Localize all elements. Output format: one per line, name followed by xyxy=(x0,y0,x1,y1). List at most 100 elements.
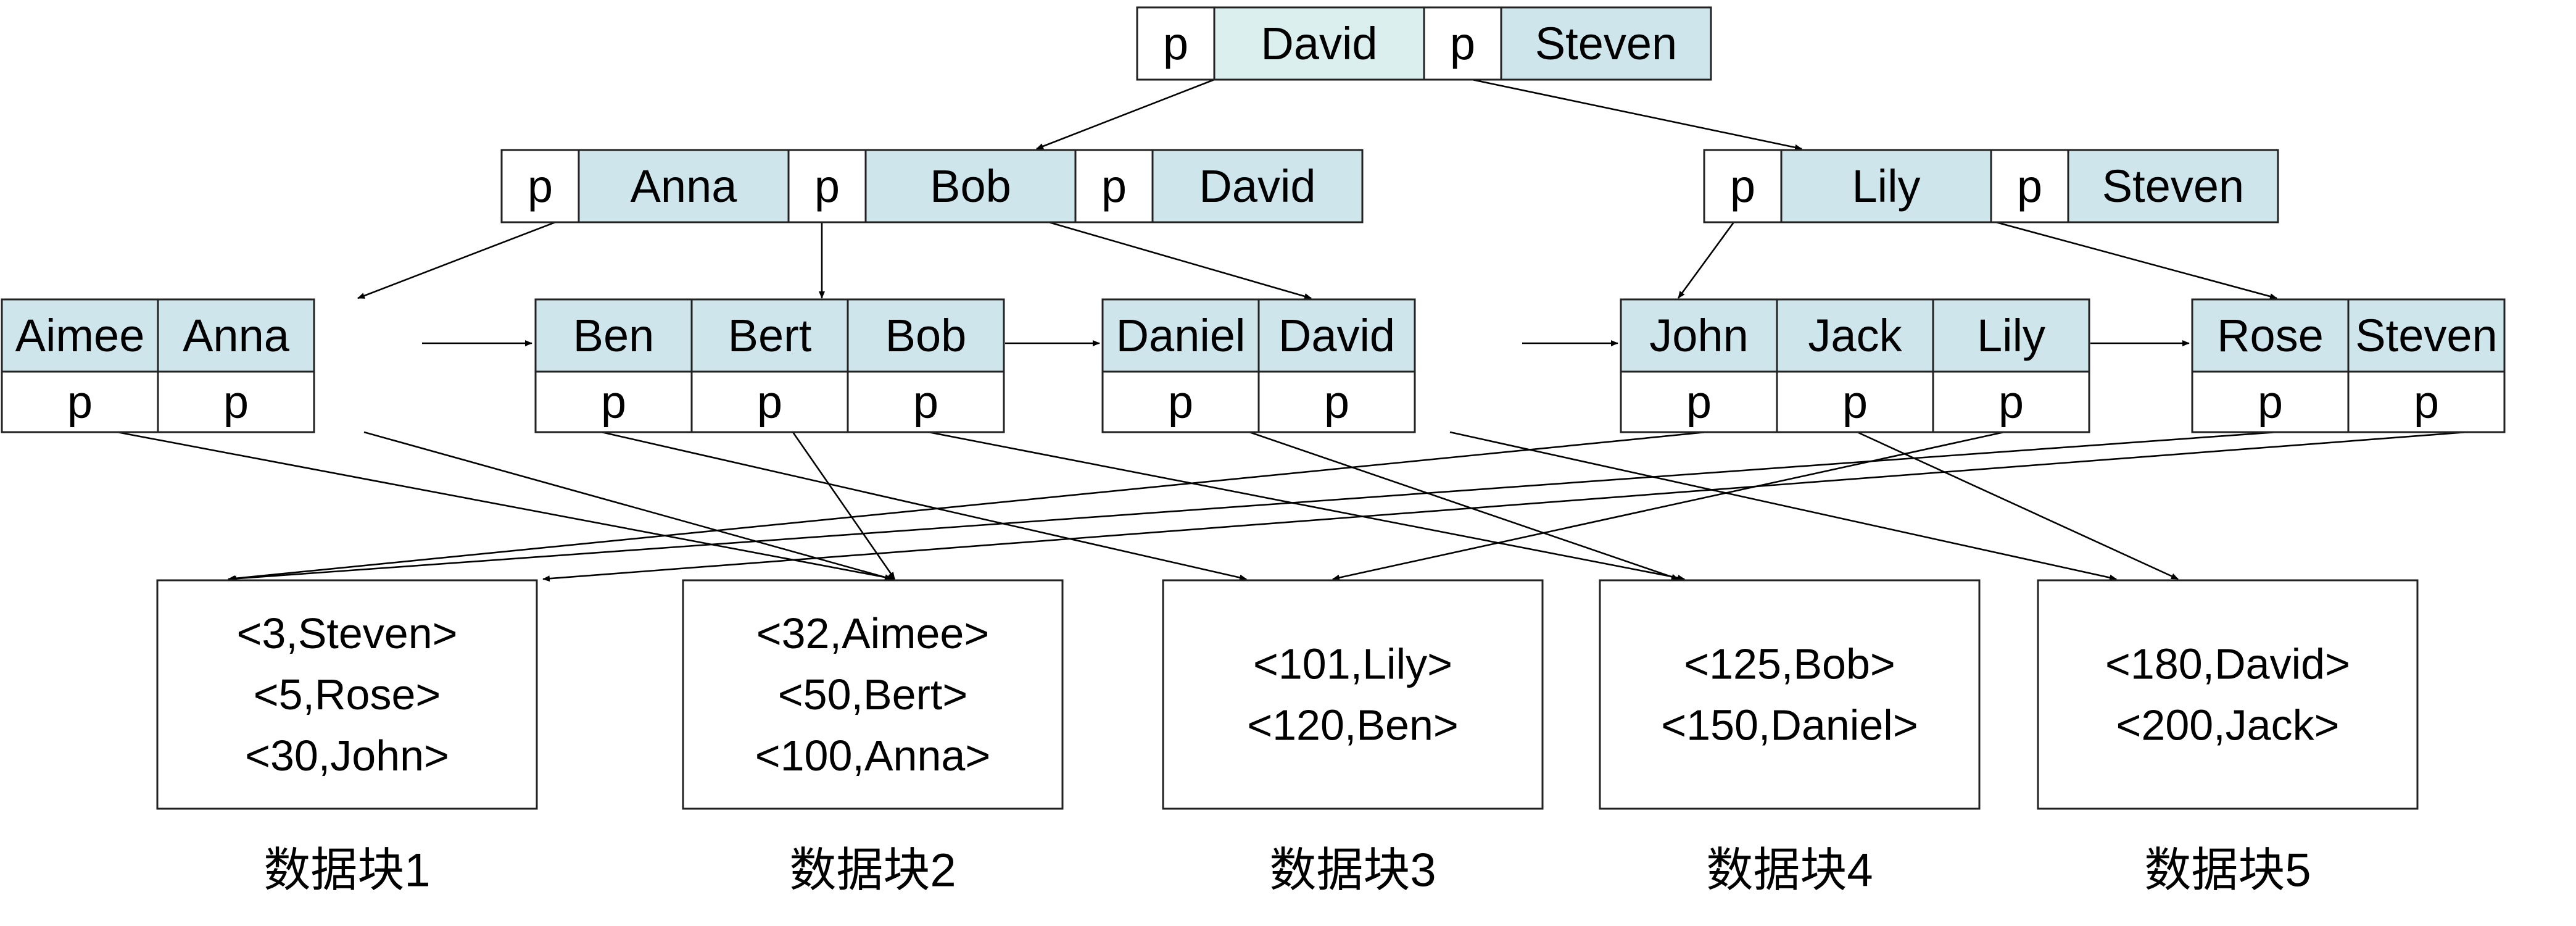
root-node-pointer-label: p xyxy=(1163,18,1188,69)
data-block-2: <32,Aimee><50,Bert><100,Anna>数据块2 xyxy=(682,579,1064,897)
root-node-key-cell xyxy=(1500,6,1712,81)
internal-node-left-key: Anna xyxy=(631,161,738,212)
internal-node-left-pointer-label: p xyxy=(1101,161,1127,212)
data-block-1-record: <30,John> xyxy=(245,732,449,780)
internal-node-left-key-cell xyxy=(1151,149,1364,223)
leaf-node-2-key: Ben xyxy=(573,310,655,361)
edge-leaf-pointer-to-block-4 xyxy=(792,432,896,580)
edge-leaf-pointer-to-block-12 xyxy=(542,431,2467,582)
internal-node-right-key: Lily xyxy=(1852,161,1920,212)
leaf-node-5-key: Steven xyxy=(2355,310,2497,361)
internal-node-left-key-cell xyxy=(578,149,790,223)
edge-leaf-pointer-to-block-11 xyxy=(229,431,2277,582)
edge-leaf-pointer-to-block-3 xyxy=(601,431,1247,581)
internal-node-right-pointer-cell xyxy=(1703,149,1783,223)
leaf-node-1-pointer-cell xyxy=(1,370,159,433)
leaf-node-4-pointer-label: p xyxy=(1686,377,1712,428)
leaf-node-4-pointer-cell xyxy=(1932,370,2090,433)
data-block-1-box xyxy=(156,579,538,810)
data-block-3-record: <101,Lily> xyxy=(1253,640,1452,688)
edges-layer xyxy=(117,78,2467,582)
leaf-node-3-key: Daniel xyxy=(1116,310,1246,361)
data-block-4-box xyxy=(1599,579,1981,810)
data-block-1-caption: 数据块1 xyxy=(263,845,430,897)
edge-root-to-internal-left xyxy=(1036,78,1215,150)
data-block-1-record: <5,Rose> xyxy=(254,670,441,719)
root-node-key: David xyxy=(1261,18,1377,69)
data-block-2-record: <32,Aimee> xyxy=(756,609,989,657)
leaf-node-2-key: Bob xyxy=(885,310,967,361)
data-block-5-record: <180,David> xyxy=(2105,640,2350,688)
data-block-4: <125,Bob><150,Daniel>数据块4 xyxy=(1599,579,1981,897)
leaf-node-1: Aimee p Anna p xyxy=(1,298,315,433)
root-node-pointer-cell xyxy=(1136,6,1216,81)
leaf-node-2-key: Bert xyxy=(728,310,812,361)
leaf-node-1-key-cell xyxy=(157,298,315,373)
internal-node-left-pointer-cell xyxy=(500,149,580,223)
leaf-node-3-pointer-label: p xyxy=(1168,377,1193,428)
root-node-key: Steven xyxy=(1535,18,1677,69)
leaf-node-1-pointer-label: p xyxy=(223,377,249,428)
leaf-node-4-key: Lily xyxy=(1977,310,2045,361)
leaf-node-5-pointer-cell xyxy=(2191,370,2350,433)
edge-internal-right-to-leaf-5 xyxy=(1995,221,2277,299)
leaf-node-2-pointer-label: p xyxy=(913,377,938,428)
internal-node-right-key: Steven xyxy=(2102,161,2244,212)
internal-node-right: p Lily p Steven xyxy=(1703,149,2279,223)
internal-node-left-pointer-label: p xyxy=(814,161,840,212)
leaf-node-5-pointer-label: p xyxy=(2414,377,2439,428)
leaf-node-5-key-cell xyxy=(2191,298,2350,373)
edge-leaf-pointer-to-block-2 xyxy=(363,431,892,580)
internal-node-left-pointer-cell xyxy=(1074,149,1154,223)
leaf-node-2-pointer-label: p xyxy=(601,377,626,428)
leaf-node-2-pointer-cell xyxy=(847,370,1005,433)
edge-leaf-pointer-to-block-10 xyxy=(1332,431,2005,581)
leaf-node-4-key: Jack xyxy=(1808,310,1902,361)
data-block-4-record: <125,Bob> xyxy=(1684,640,1895,688)
internal-node-left-pointer-label: p xyxy=(528,161,553,212)
data-block-3-record: <120,Ben> xyxy=(1247,701,1459,749)
edge-leaf-pointer-to-block-6 xyxy=(1249,431,1679,580)
leaf-node-3-pointer-cell xyxy=(1257,370,1416,433)
leaf-node-2-pointer-cell xyxy=(690,370,849,433)
leaf-node-1-pointer-cell xyxy=(157,370,315,433)
leaf-node-4-pointer-label: p xyxy=(1998,377,2024,428)
leaf-node-1-key: Aimee xyxy=(15,310,145,361)
edge-leaf-pointer-to-block-9 xyxy=(1857,431,2179,580)
data-block-3-box xyxy=(1162,579,1544,810)
internal-node-left-pointer-cell xyxy=(787,149,867,223)
leaf-node-3-pointer-cell xyxy=(1101,370,1260,433)
edge-internal-left-to-leaf-3 xyxy=(1048,221,1312,299)
leaf-node-3: Daniel p David p xyxy=(1101,298,1416,433)
leaf-node-4-pointer-label: p xyxy=(1842,377,1868,428)
data-block-1-record: <3,Steven> xyxy=(236,609,457,657)
edge-root-to-internal-right xyxy=(1472,78,1802,151)
internal-node-left-key: David xyxy=(1199,161,1315,212)
leaf-node-1-key-cell xyxy=(1,298,159,373)
leaf-node-3-key: David xyxy=(1278,310,1395,361)
root-node-pointer-cell xyxy=(1423,6,1502,81)
data-block-1: <3,Steven> <5,Rose> <30,John> 数据块1 xyxy=(156,579,538,897)
data-block-3: <101,Lily><120,Ben>数据块3 xyxy=(1162,579,1544,897)
internal-node-right-pointer-label: p xyxy=(2017,161,2042,212)
data-block-5-record: <200,Jack> xyxy=(2116,701,2340,749)
internal-node-right-key-cell xyxy=(1780,149,1992,223)
internal-node-right-pointer-cell xyxy=(1990,149,2069,223)
leaf-node-4-pointer-cell xyxy=(1776,370,1934,433)
leaf-node-1-pointer-label: p xyxy=(67,377,93,428)
internal-node-right-key-cell xyxy=(2067,149,2279,223)
internal-node-right-pointer-label: p xyxy=(1730,161,1755,212)
leaf-node-3-key-cell xyxy=(1257,298,1416,373)
leaf-node-2-key-cell xyxy=(690,298,849,373)
leaf-node-3-pointer-label: p xyxy=(1324,377,1349,428)
leaf-node-5-key: Rose xyxy=(2217,310,2324,361)
data-block-5-box xyxy=(2037,579,2419,810)
leaf-node-3-key-cell xyxy=(1101,298,1260,373)
leaf-node-1-key: Anna xyxy=(183,310,290,361)
leaf-node-4-pointer-cell xyxy=(1620,370,1778,433)
